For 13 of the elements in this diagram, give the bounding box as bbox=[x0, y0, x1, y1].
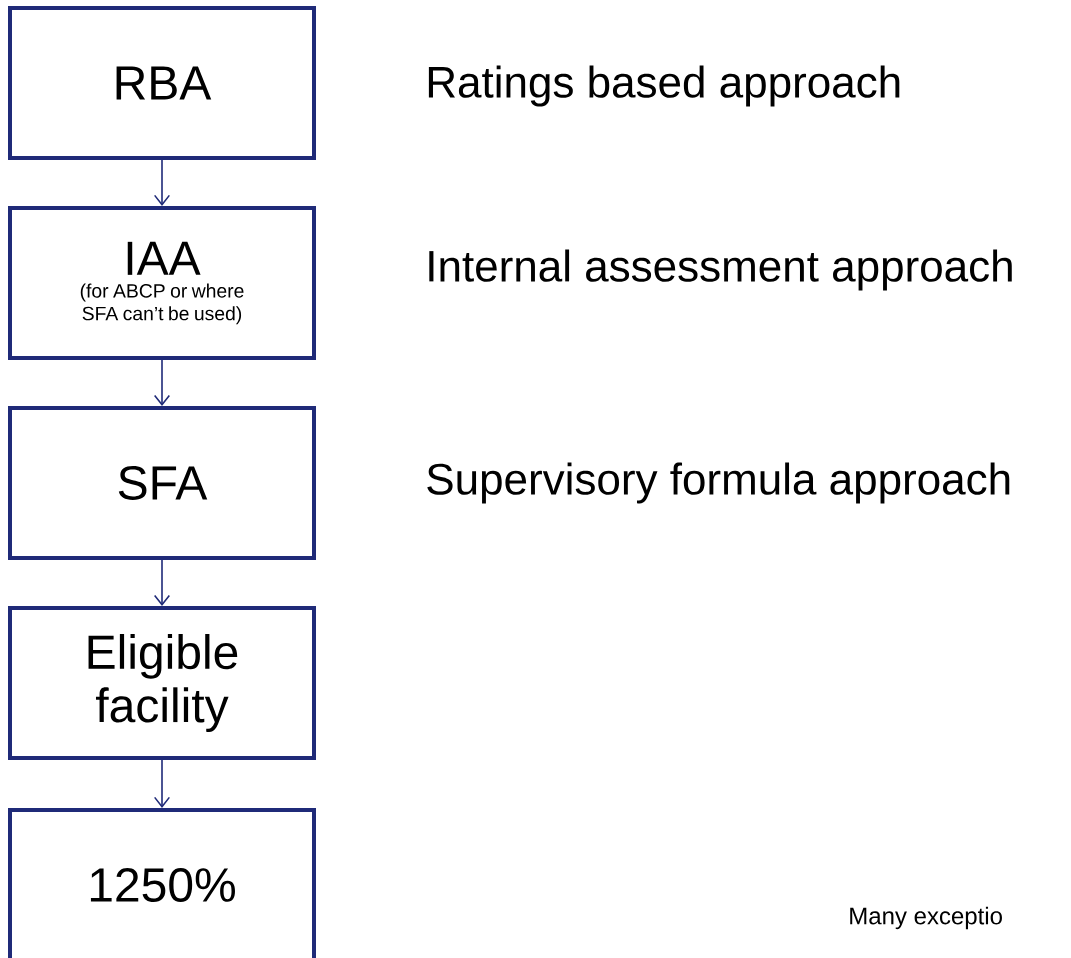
description-text: Supervisory formula approach bbox=[427, 462, 1010, 504]
description-text: Many exceptio bbox=[850, 906, 1002, 930]
process-box: IAA (for ABCP or where SFA can’t be used) bbox=[8, 206, 316, 360]
process-box: SFA bbox=[8, 406, 316, 560]
description-text: Internal assessment approach bbox=[429, 249, 1012, 291]
description-text: Ratings based approach bbox=[428, 65, 900, 107]
arrow bbox=[153, 359, 171, 406]
process-box: 1250% bbox=[8, 808, 316, 958]
arrow bbox=[153, 759, 171, 808]
process-box: Eligible facility bbox=[8, 606, 316, 760]
arrow bbox=[153, 159, 171, 206]
process-box: RBA bbox=[8, 6, 316, 160]
arrow bbox=[153, 559, 171, 606]
